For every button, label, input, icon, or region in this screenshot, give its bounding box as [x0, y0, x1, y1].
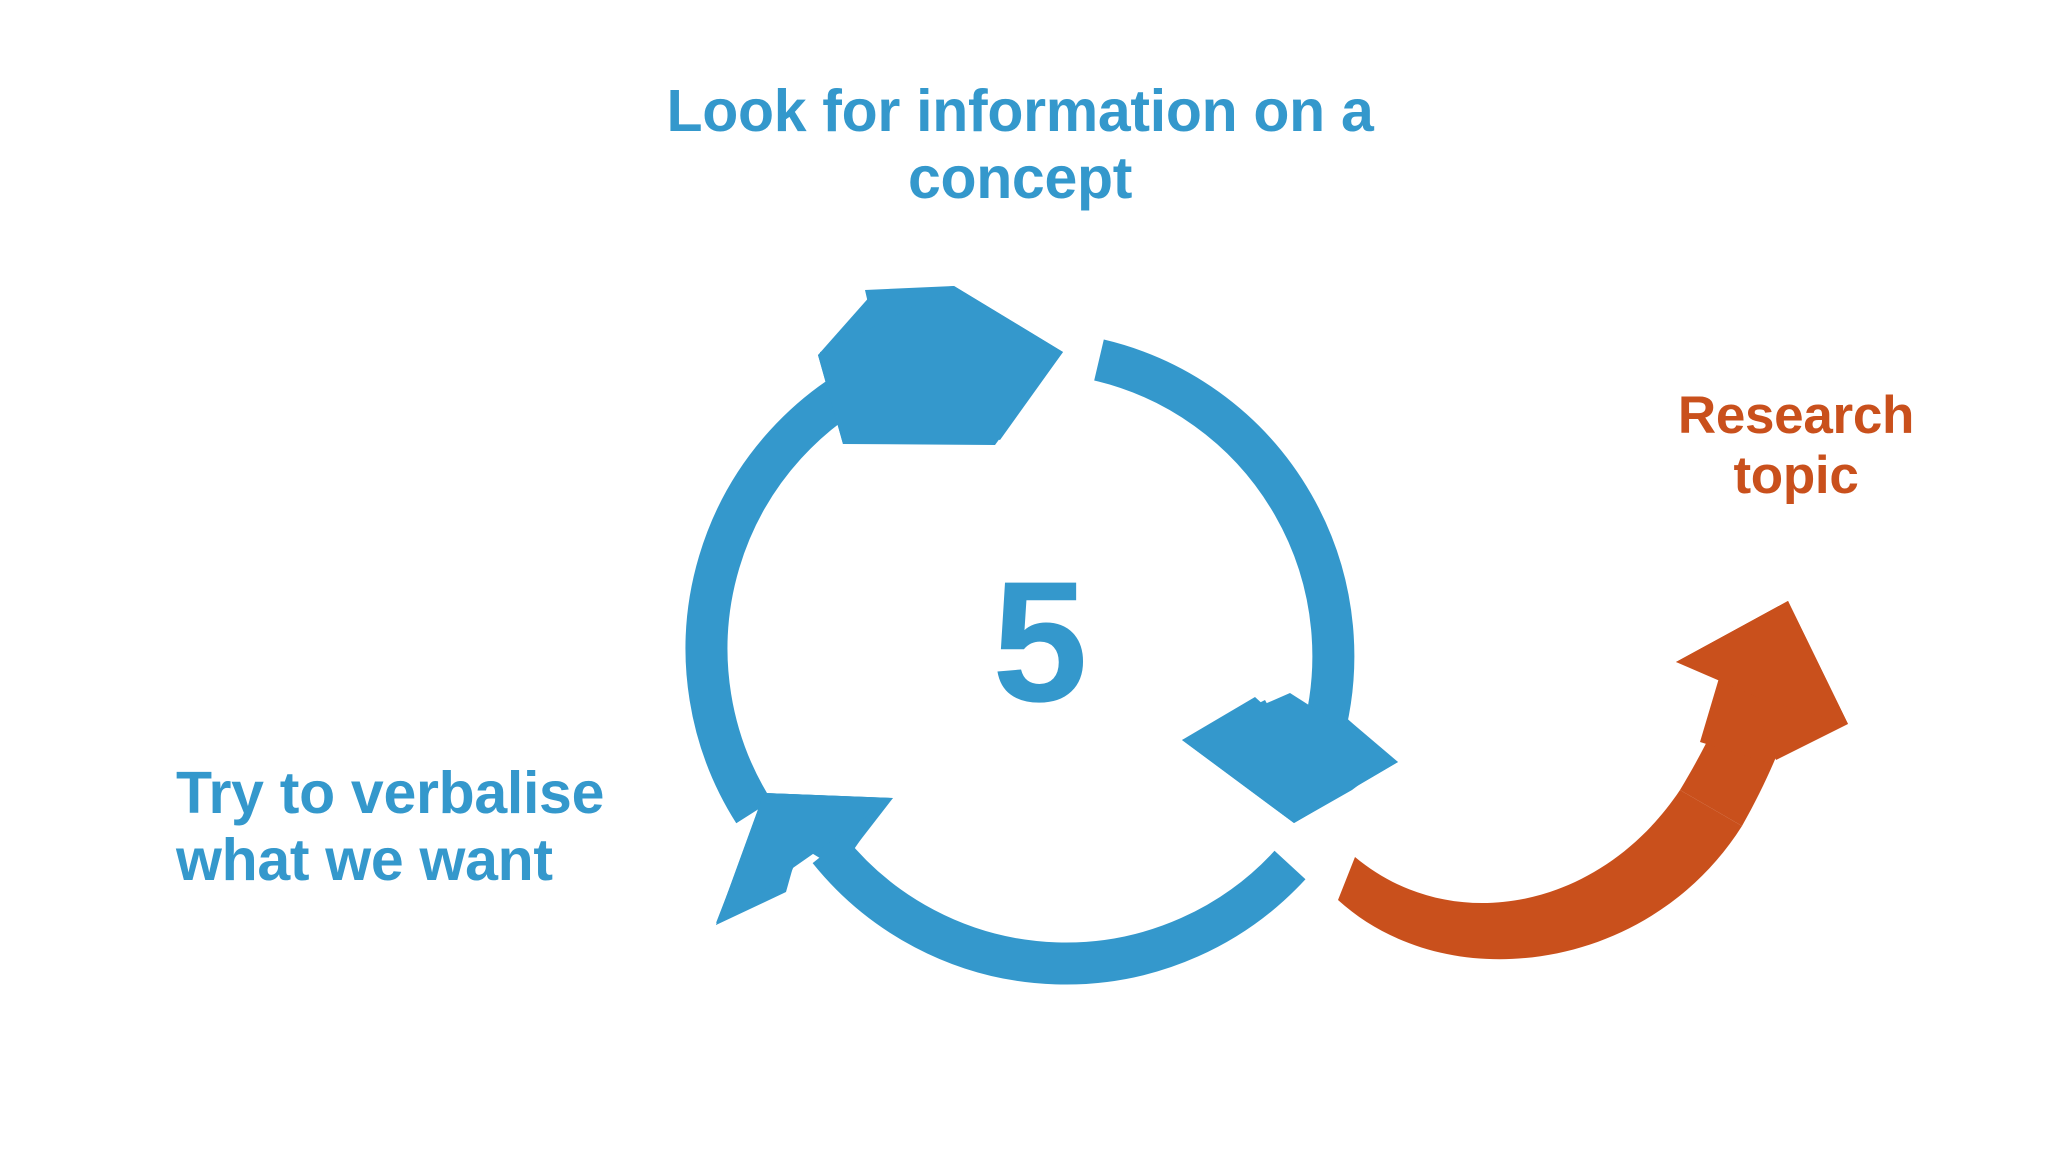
cycle-arc-arrow-right — [1094, 339, 1398, 823]
cycle-step-label-look-for-information: Look for information on a concept — [666, 78, 1374, 212]
outcome-label-research-topic: Research topic — [1677, 386, 1915, 506]
outcome-arrow — [1338, 601, 1848, 960]
cycle-arc-arrow-bottom — [716, 793, 1306, 985]
cycle-step-label-try-to-verbalise: Try to verbalise what we want — [176, 760, 605, 894]
cycle-center-number: 5 — [992, 546, 1088, 738]
cycle-arc-arrow-top — [685, 286, 1063, 824]
